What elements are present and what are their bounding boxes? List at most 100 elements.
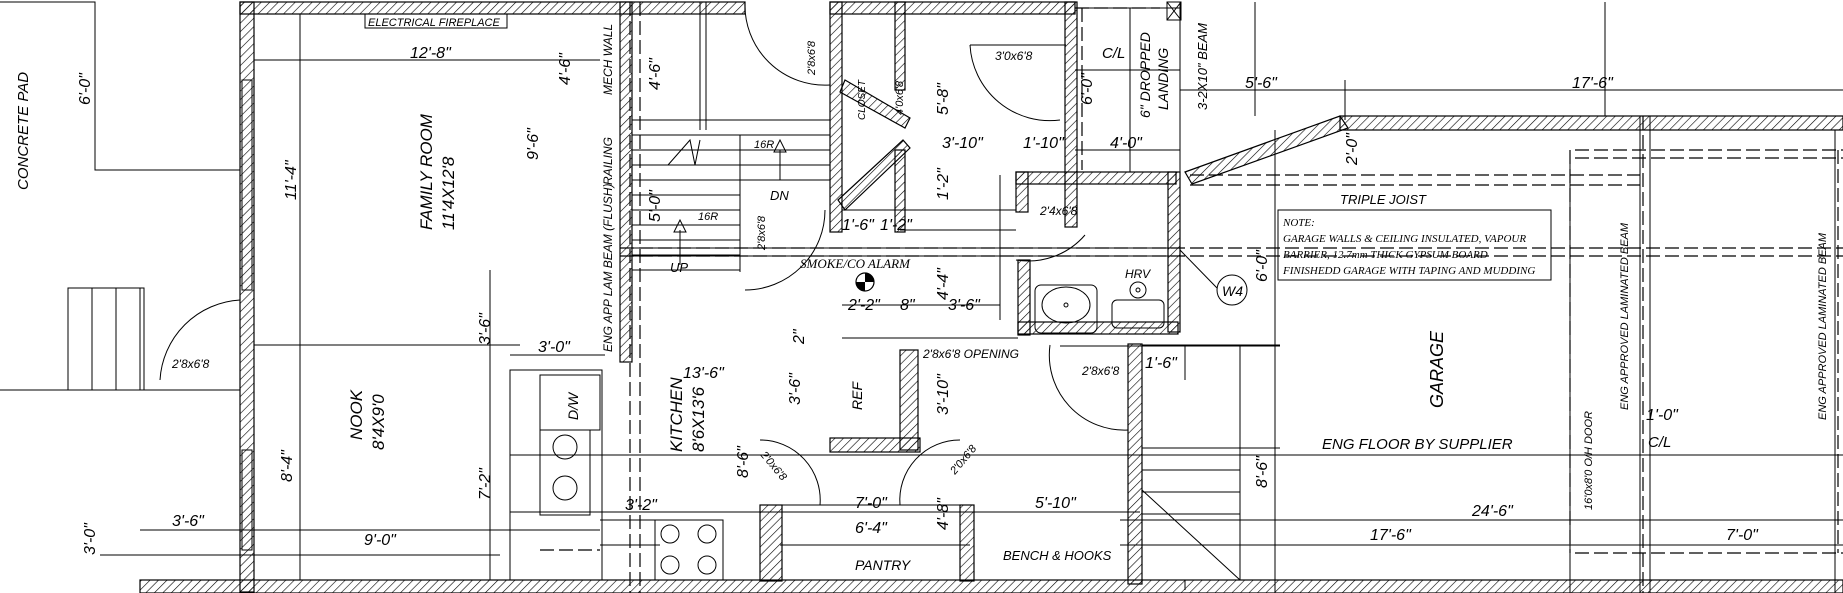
dim-4-6a: 4'-6" [557, 52, 574, 85]
nook-label: NOOK [347, 389, 366, 440]
dim-3-0-side: 3'-0" [82, 522, 99, 555]
dim-4-4: 4'-4" [935, 267, 952, 300]
dim-8-6: 8'-6" [735, 445, 752, 478]
stair-16r-a: 16R [754, 139, 774, 151]
eng-beam-flush-label: ENG APP LAM BEAM (FLUSH) [601, 184, 615, 352]
dim-1-6b: 1'-6" [1145, 355, 1178, 372]
dim-9-6: 9'-6" [525, 127, 542, 160]
dim-5-0: 5'-0" [647, 189, 664, 222]
triple-joist-label: TRIPLE JOIST [1340, 192, 1427, 207]
dim-6-0-pad: 6'-0" [77, 72, 94, 105]
door-nook: 2'8x6'8 [171, 357, 210, 371]
door-mud: 2'8x6'8 [1081, 364, 1120, 378]
dim-3-6-mid: 3'-6" [948, 297, 981, 314]
door-stair-mid: 2'8x6'8 [756, 215, 768, 251]
opening-label: 2'8x6'8 OPENING [922, 347, 1019, 361]
door-pantry-right: 2'0x6'8 [947, 442, 979, 477]
stair-up: UP [670, 260, 688, 275]
dim-17-6-bottom: 17'-6" [1370, 527, 1412, 544]
dim-8-4: 8'-4" [279, 449, 296, 482]
eng-beam-garage-label-1: ENG APPROVED LAMINATED BEAM [1619, 222, 1631, 410]
dim-3-6-kit: 3'-6" [787, 372, 804, 405]
note-line-1: NOTE: [1282, 217, 1315, 229]
smoke-alarm-label: SMOKE/CO ALARM [800, 256, 911, 271]
dim-4-6b: 4'-6" [647, 57, 664, 90]
dim-2-small: 2" [791, 328, 808, 345]
hrv-label: HRV [1125, 267, 1151, 281]
dim-2-2: 2'-2" [847, 297, 881, 314]
dim-17-6-top: 17'-6" [1572, 75, 1614, 92]
dim-3-6-bottom: 3'-6" [172, 513, 205, 530]
dim-8in: 8" [900, 297, 916, 314]
dimension-labels: 12'-8" 6'-0" 11'-4" 9'-6" 4'-6" 4'-6" 3'… [77, 45, 1759, 555]
door-hall-top: 3'0x6'8 [995, 49, 1033, 63]
dim-9-0: 9'-0" [364, 532, 397, 549]
door-labels: 2'8x6'8 2'8x6'8 2'8x6'8 3'0x6'8 4'0x6'8 … [171, 40, 1120, 484]
garage-label: GARAGE [1427, 330, 1447, 408]
cl-top-label: C/L [1102, 45, 1125, 62]
beam-label: 3-2X10" BEAM [1195, 23, 1210, 110]
dim-4-0: 4'-0" [1110, 135, 1143, 152]
dim-13-6: 13'-6" [683, 365, 725, 382]
note-line-4: FINISHEDD GARAGE WITH TAPING AND MUDDING [1282, 265, 1535, 277]
door-swings [159, 1, 1129, 506]
dim-5-10: 5'-10" [1035, 495, 1077, 512]
walls [139, 1, 1843, 593]
dim-3-0-dw: 3'-0" [538, 339, 571, 356]
dim-3-10a: 3'-10" [942, 135, 984, 152]
dim-8-6-garage: 8'-6" [1254, 455, 1271, 488]
kitchen-size: 8'6X13'6 [689, 386, 708, 452]
dashed-lines [540, 2, 1843, 593]
dim-7-2: 7'-2" [477, 467, 494, 500]
annotations: ELECTRICAL FIREPLACE SMOKE/CO ALARM TRIP… [364, 13, 1535, 453]
note-line-3: BARRIER, 12.7mm THICK GYPSUM BOARD [1283, 249, 1488, 261]
family-room-size: 11'4X12'8 [439, 156, 458, 230]
dim-7-0-garage: 7'-0" [1726, 527, 1759, 544]
dim-3-10b: 3'-10" [935, 373, 952, 415]
eng-floor-label: ENG FLOOR BY SUPPLIER [1322, 436, 1513, 453]
concrete-pad-label: CONCRETE PAD [15, 72, 32, 190]
closet-label: CLOSET [857, 79, 868, 120]
dim-5-8: 5'-8" [935, 82, 952, 115]
dim-6-4: 6'-4" [855, 520, 888, 537]
stair-16r-b: 16R [698, 211, 718, 223]
dim-1-2: 1'-2" [880, 217, 913, 234]
landing-label-2: LANDING [1155, 48, 1171, 110]
door-bath: 2'4x6'8 [1039, 204, 1078, 218]
dim-5-6: 5'-6" [1245, 75, 1278, 92]
bench-hooks-label: BENCH & HOOKS [1003, 548, 1112, 563]
mech-wall-label: MECH WALL [601, 24, 615, 95]
dim-2-0: 2'-0" [1344, 132, 1361, 166]
dim-1-10: 1'-10" [1023, 135, 1065, 152]
door-closet: 4'0x6'8 [894, 80, 906, 115]
railing-label: RAILING [601, 137, 615, 185]
dim-4-8: 4'-8" [935, 497, 952, 530]
dim-6-0-landing: 6'-0" [1079, 72, 1096, 105]
landing-label-1: 6" DROPPED [1137, 32, 1153, 118]
smoke-co-alarm-icon [855, 272, 875, 292]
dim-1-2b: 1'-2" [935, 167, 952, 200]
dim-3-6-left: 3'-6" [477, 312, 494, 345]
eng-beam-garage-label-2: ENG APPROVED LAMINATED BEAM [1817, 232, 1829, 420]
dw-label: D/W [565, 391, 581, 420]
dim-24-6: 24'-6" [1471, 503, 1514, 520]
dim-3-2: 3'-2" [625, 497, 658, 514]
family-room-label: FAMILY ROOM [417, 113, 436, 230]
nook-size: 8'4X9'0 [369, 394, 388, 450]
ref-label: REF [849, 381, 865, 410]
dim-7-0: 7'-0" [855, 495, 888, 512]
cl-garage-label: C/L [1648, 434, 1671, 451]
electrical-fireplace-label: ELECTRICAL FIREPLACE [368, 17, 501, 29]
door-pantry-left: 2'0x6'8 [757, 448, 789, 483]
w4-label: W4 [1222, 283, 1243, 299]
door-stair-top: 2'8x6'8 [806, 40, 818, 76]
dim-1-0: 1'-0" [1646, 407, 1679, 424]
kitchen-label: KITCHEN [667, 377, 686, 452]
stair-dn: DN [770, 188, 789, 203]
oh-door-label: 16'0x8'0 O/H DOOR [1583, 411, 1595, 510]
dim-6-0-garage: 6'-0" [1254, 249, 1271, 282]
dim-12-8: 12'-8" [410, 45, 452, 62]
